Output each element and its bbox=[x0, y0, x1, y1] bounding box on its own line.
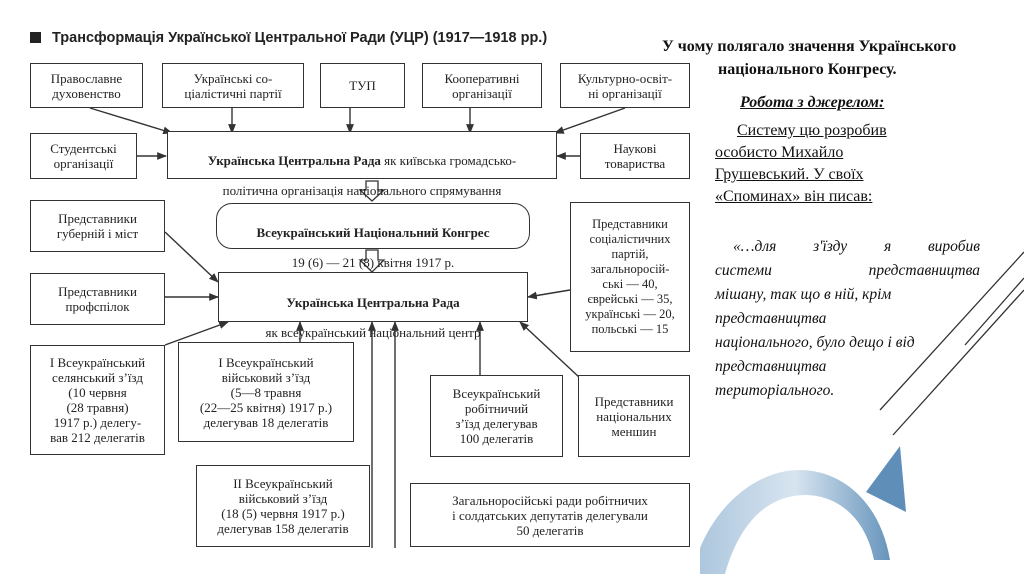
quote-line: мішану, так що в ній, крім bbox=[715, 286, 892, 303]
box-military-congress-2: II Всеукраїнський військовий з’їзд (18 (… bbox=[196, 465, 370, 547]
hollow-arrow-1 bbox=[358, 180, 386, 202]
box-socialist-parties-reps: Представники соціалістичних партій, зага… bbox=[570, 202, 690, 352]
diagram-title-text: Трансформація Української Центральної Ра… bbox=[52, 30, 548, 46]
arrow-clergy bbox=[89, 107, 173, 135]
box-national-minorities: Представники національних меншин bbox=[578, 375, 690, 457]
box-ukrainian-socialist-parties: Українські со- ціалістичні партії bbox=[162, 63, 304, 108]
box-cultural-orgs: Культурно-освіт- ні організації bbox=[560, 63, 690, 108]
ucr-kyiv-name: Українська Центральна Рада bbox=[207, 153, 381, 168]
box-national-congress: Всеукраїнський Національний Конгрес 19 (… bbox=[216, 203, 530, 270]
source-heading: Робота з джерелом: bbox=[740, 94, 885, 111]
quote-block: «…для з'їзду я виробив системи представн… bbox=[715, 235, 980, 403]
quote-line: системи представництва bbox=[715, 259, 980, 283]
question-line-2: національного Конгресу. bbox=[718, 61, 897, 78]
quote-word: представництва bbox=[868, 262, 980, 279]
quote-word: я bbox=[883, 238, 892, 255]
quote-line: національного, було дещо і від bbox=[715, 334, 915, 351]
arrow-minorities bbox=[519, 321, 581, 379]
arrow-cultural bbox=[554, 107, 626, 134]
ucr-kyiv-rest: як київська громадсько- bbox=[380, 153, 517, 168]
box-provinces-reps: Представники губерній і міст bbox=[30, 200, 165, 252]
box-soviets-delegates: Загальноросійські ради робітничих і солд… bbox=[410, 483, 690, 547]
box-scientific-societies: Наукові товариства bbox=[580, 133, 690, 179]
ucr-national-name: Українська Центральна Рада bbox=[286, 295, 460, 310]
arrow-peasant bbox=[164, 321, 229, 346]
source-intro-text: Систему цю розробив особисто Михайло Гру… bbox=[715, 120, 925, 208]
ucr-kyiv-line2: політична організація національного спря… bbox=[222, 183, 502, 198]
box-tup: ТУП bbox=[320, 63, 405, 108]
box-ucr-kyiv-org: Українська Центральна Рада як київська г… bbox=[167, 131, 557, 198]
quote-word: з'їзду bbox=[813, 238, 848, 255]
arrow-socialist-reps bbox=[527, 289, 571, 300]
curved-arrow-icon bbox=[700, 446, 906, 574]
quote-line: «…для з'їзду я виробив bbox=[715, 235, 980, 259]
box-workers-congress: Всеукраїнський робітничий з’їзд делегува… bbox=[430, 375, 563, 457]
box-cooperatives: Кооперативні організації bbox=[422, 63, 542, 108]
quote-word: «…для bbox=[733, 238, 777, 255]
box-trade-unions-reps: Представники профспілок bbox=[30, 273, 165, 325]
arrow-provinces bbox=[164, 231, 219, 283]
diagram-title: Трансформація Української Центральної Ра… bbox=[30, 30, 547, 46]
quote-line: територіального. bbox=[715, 382, 835, 399]
quote-word: системи bbox=[715, 262, 772, 279]
intro-line: особисто Михайло bbox=[715, 144, 844, 161]
hollow-arrow-2 bbox=[358, 249, 386, 273]
quote-word: виробив bbox=[927, 238, 980, 255]
question-line-1: У чому полягало значення Українського bbox=[662, 38, 957, 55]
intro-line: «Споминах» він писав: bbox=[715, 188, 873, 205]
quote-line: представництва bbox=[715, 358, 827, 375]
diagram-arrows bbox=[89, 107, 626, 548]
intro-line: Систему цю розробив bbox=[737, 122, 887, 139]
box-clergy: Православне духовенство bbox=[30, 63, 143, 108]
box-ucr-national-center: Українська Центральна Рада як всеукраїнс… bbox=[218, 272, 528, 340]
congress-name: Всеукраїнський Національний Конгрес bbox=[256, 225, 490, 240]
intro-line: Грушевський. У своїх bbox=[715, 166, 864, 183]
ucr-transformation-diagram: Трансформація Української Центральної Ра… bbox=[30, 30, 690, 548]
decorative-diagonal-lines bbox=[879, 251, 1024, 436]
box-peasant-congress: I Всеукраїнський селянський з’їзд (10 че… bbox=[30, 345, 165, 455]
congress-dates: 19 (6) — 21 (8) квітня 1917 р. bbox=[291, 255, 455, 270]
quote-line: представництва bbox=[715, 310, 827, 327]
box-military-congress-1: I Всеукраїнський військовий з’їзд (5—8 т… bbox=[178, 342, 354, 442]
ucr-national-desc: як всеукраїнський національний центр bbox=[265, 325, 481, 340]
box-student-orgs: Студентські організації bbox=[30, 133, 137, 179]
title-bullet-square bbox=[30, 32, 41, 43]
